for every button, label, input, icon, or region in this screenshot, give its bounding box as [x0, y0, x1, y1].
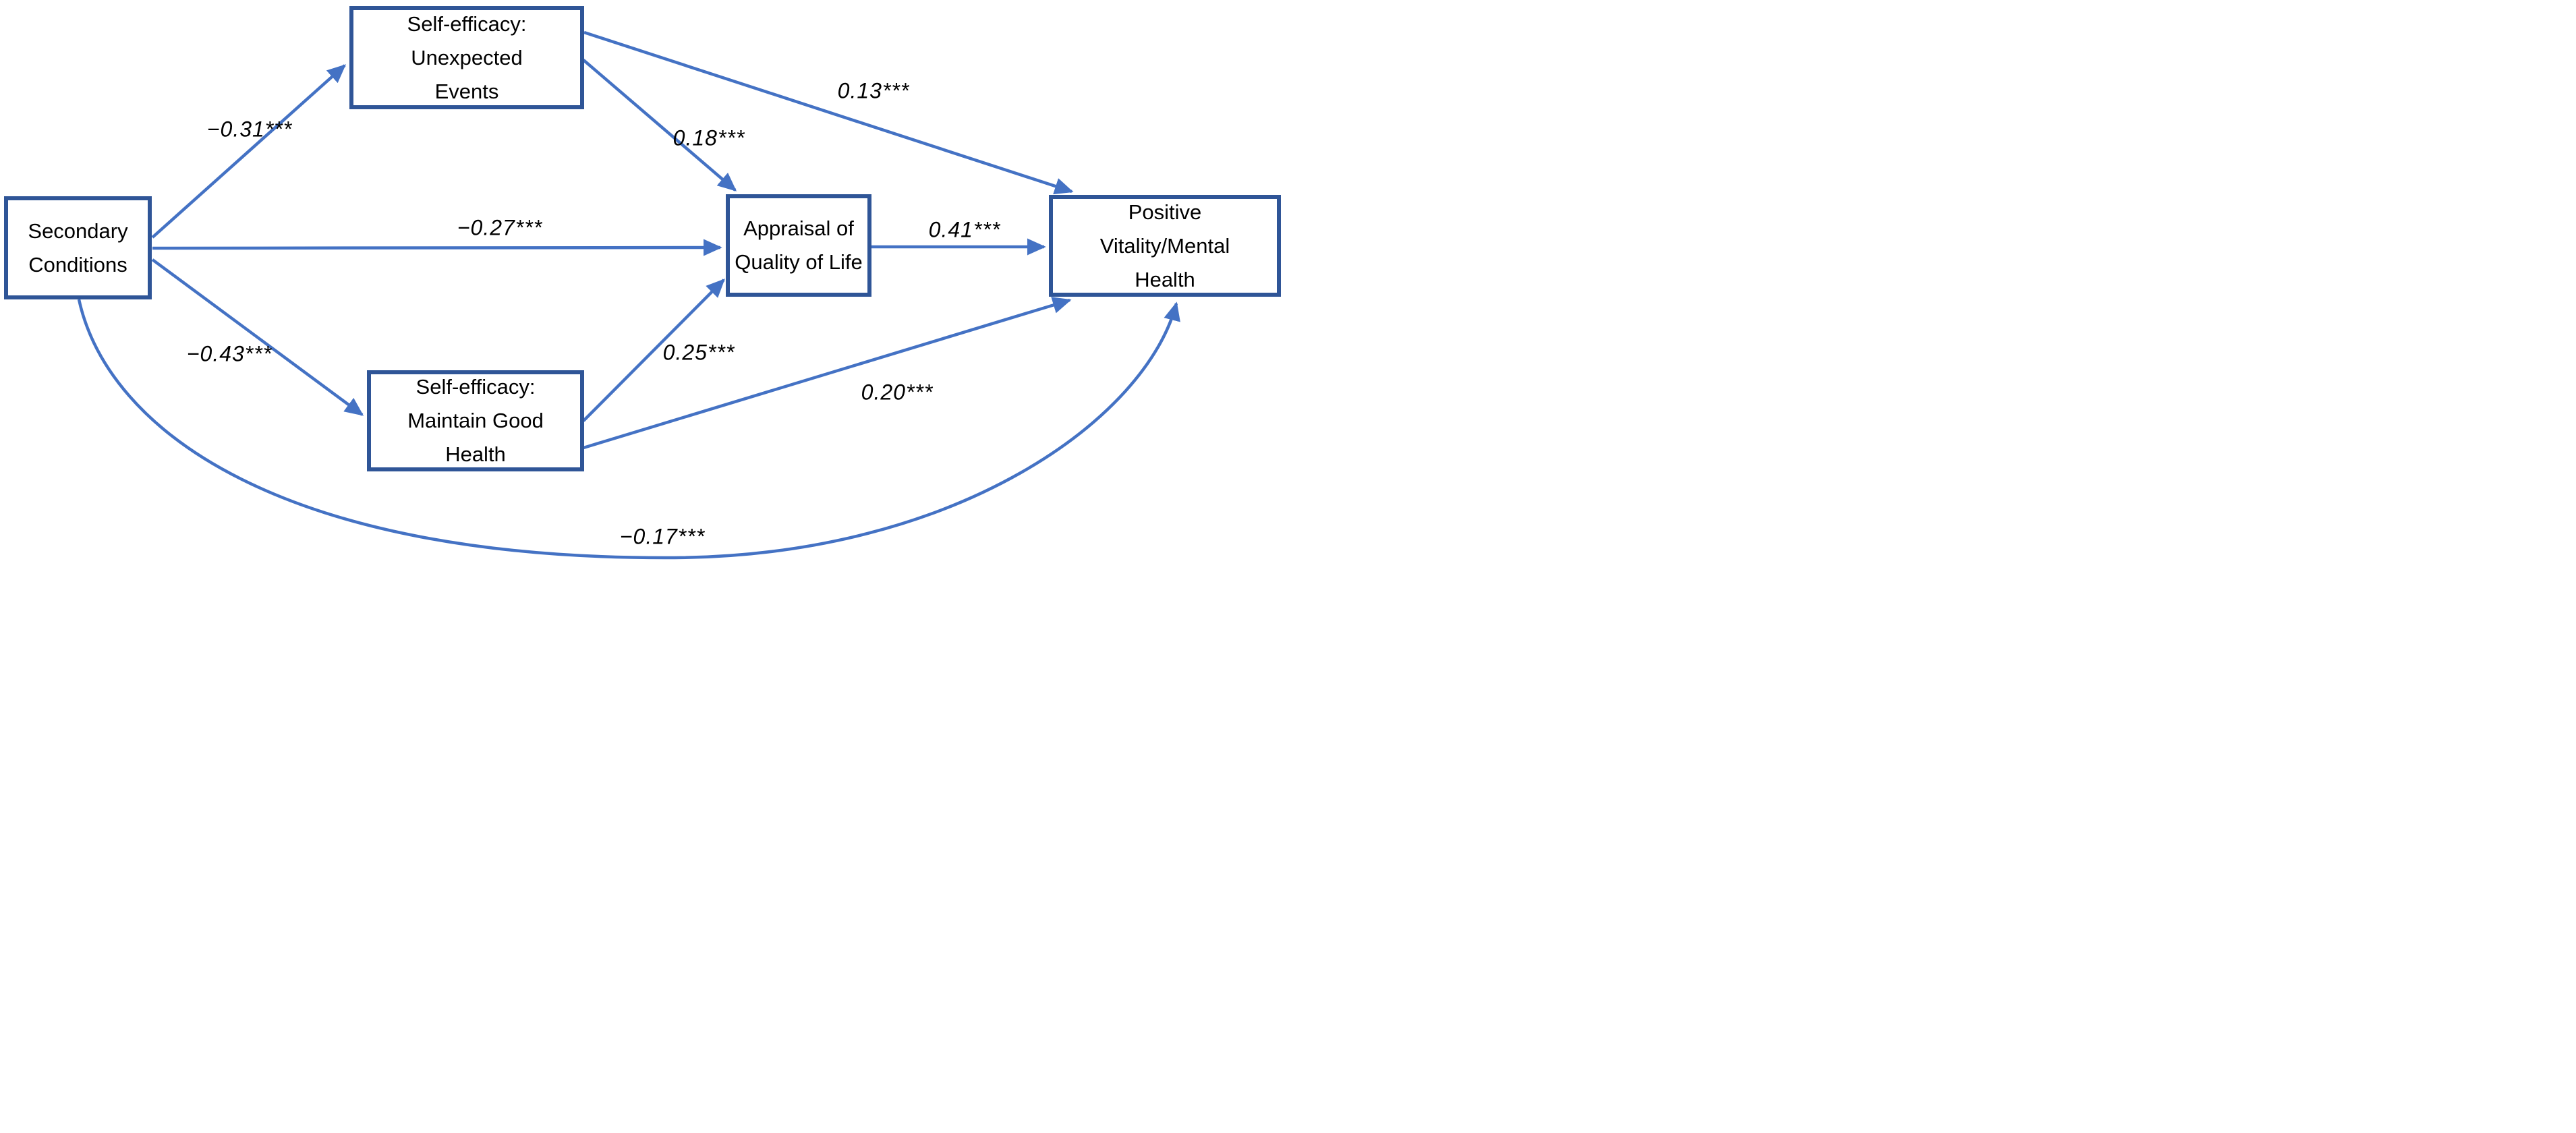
- node-secondary-conditions: Secondary Conditions: [4, 196, 152, 299]
- edge-secondary-to-unexpected: [151, 64, 347, 239]
- coefficient-unexpected-to-appraisal: 0.18***: [672, 125, 745, 150]
- edge-secondary-to-positive-curved: [77, 299, 1180, 560]
- edge-unexpected-to-appraisal: [582, 59, 737, 192]
- node-self-efficacy-maintain-good-health-label: Self-efficacy: Maintain Good Health: [407, 375, 544, 466]
- node-self-efficacy-unexpected-events-label: Self-efficacy: Unexpected Events: [407, 11, 527, 103]
- edge-maintain-to-positive: [583, 297, 1072, 450]
- arrow-layer: [77, 30, 1180, 560]
- node-appraisal-quality-of-life: Appraisal of Quality of Life: [726, 194, 871, 297]
- edge-unexpected-to-positive: [583, 30, 1074, 195]
- edge-maintain-to-appraisal: [582, 279, 725, 422]
- coefficient-appraisal-to-positive: 0.41***: [928, 217, 1001, 242]
- edge-secondary-to-maintain: [151, 258, 364, 416]
- coefficient-secondary-to-unexpected: −0.31***: [206, 117, 293, 142]
- node-self-efficacy-maintain-good-health: Self-efficacy: Maintain Good Health: [367, 370, 584, 471]
- path-diagram: Secondary Conditions Self-efficacy: Unex…: [0, 0, 1288, 566]
- node-positive-vitality-mental-health-label: Positive Vitality/Mental Health: [1099, 200, 1230, 291]
- coefficient-maintain-to-appraisal: 0.25***: [662, 340, 735, 365]
- coefficient-unexpected-to-positive: 0.13***: [837, 78, 910, 103]
- coefficient-secondary-to-appraisal: −0.27***: [457, 215, 543, 240]
- node-secondary-conditions-label: Secondary Conditions: [28, 219, 128, 277]
- node-positive-vitality-mental-health: Positive Vitality/Mental Health: [1049, 195, 1281, 297]
- node-appraisal-quality-of-life-label: Appraisal of Quality of Life: [735, 216, 863, 274]
- node-self-efficacy-unexpected-events: Self-efficacy: Unexpected Events: [349, 6, 584, 109]
- coefficient-secondary-to-maintain: −0.43***: [186, 341, 273, 366]
- coefficient-maintain-to-positive: 0.20***: [861, 380, 934, 405]
- coefficient-secondary-to-positive: −0.17***: [619, 524, 706, 549]
